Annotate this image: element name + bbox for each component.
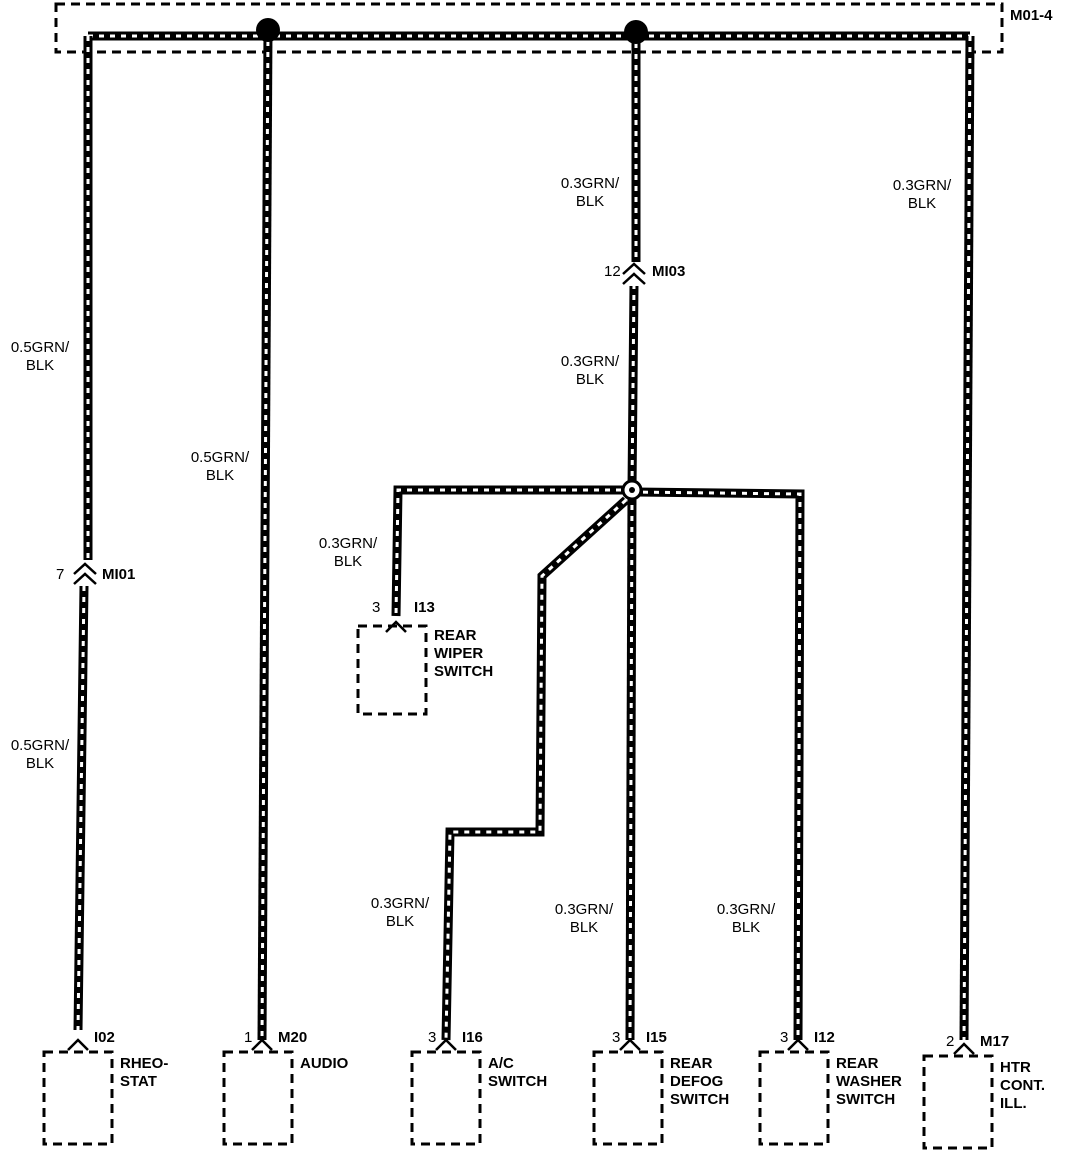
component-id-i15: I15 (646, 1029, 667, 1046)
wire-label-w4: 0.3GRN/BLK (893, 177, 952, 212)
component-box-m20 (222, 1050, 294, 1146)
wire-label-wiper: 0.3GRN/BLK (319, 535, 378, 570)
terminal-chevron-i15 (619, 1038, 641, 1051)
mi03-name: MI03 (652, 263, 685, 280)
component-pin-m20: 1 (244, 1029, 252, 1046)
wiper-id: I13 (414, 599, 435, 616)
component-pin-i16: 3 (428, 1029, 436, 1046)
terminal-chevron-m20 (251, 1038, 273, 1051)
component-box-i02 (42, 1050, 114, 1146)
component-id-i12: I12 (814, 1029, 835, 1046)
splice-point-branch-core (629, 487, 635, 493)
splice-point-audio (256, 18, 280, 42)
inline-connector-mi01 (73, 560, 97, 586)
terminal-chevron-m17 (953, 1042, 975, 1055)
component-id-i16: I16 (462, 1029, 483, 1046)
wire-label-w1-lower: 0.5GRN/BLK (11, 737, 70, 772)
component-pin-m17: 2 (946, 1033, 954, 1050)
component-name-i02: RHEO-STAT (120, 1055, 168, 1090)
wiper-pin: 3 (372, 599, 380, 616)
component-box-i15 (592, 1050, 664, 1146)
splice-point-center (624, 20, 648, 44)
inline-connector-mi03 (622, 262, 646, 286)
component-box-m17 (922, 1054, 994, 1150)
terminal-chevron-i02 (67, 1038, 89, 1051)
component-id-i02: I02 (94, 1029, 115, 1046)
wire-label-w1-upper: 0.5GRN/BLK (11, 339, 70, 374)
component-pin-i12: 3 (780, 1029, 788, 1046)
terminal-chevron-i16 (435, 1038, 457, 1051)
component-pin-i15: 3 (612, 1029, 620, 1046)
component-rear-wiper-switch (356, 620, 428, 716)
component-box-i16 (410, 1050, 482, 1146)
mi01-name: MI01 (102, 566, 135, 583)
mi03-pin: 12 (604, 263, 621, 280)
component-name-m20: AUDIO (300, 1055, 349, 1072)
component-id-m20: M20 (278, 1029, 307, 1046)
wire-label-w2: 0.5GRN/BLK (191, 449, 250, 484)
component-id-m17: M17 (980, 1033, 1009, 1050)
connector-m01-4-label: M01-4 (1010, 7, 1053, 24)
wire-label-w3-upper: 0.3GRN/BLK (561, 175, 620, 210)
mi01-pin: 7 (56, 566, 64, 583)
wire-label-defog: 0.3GRN/BLK (555, 901, 614, 936)
wire-label-washer: 0.3GRN/BLK (717, 901, 776, 936)
component-box-i12 (758, 1050, 830, 1146)
connector-m01-4-frame (54, 2, 1004, 54)
wire-label-w3-lower: 0.3GRN/BLK (561, 353, 620, 388)
wire-label-ac: 0.3GRN/BLK (371, 895, 430, 930)
wire-paths (73, 29, 975, 1041)
terminal-chevron-i12 (787, 1038, 809, 1051)
